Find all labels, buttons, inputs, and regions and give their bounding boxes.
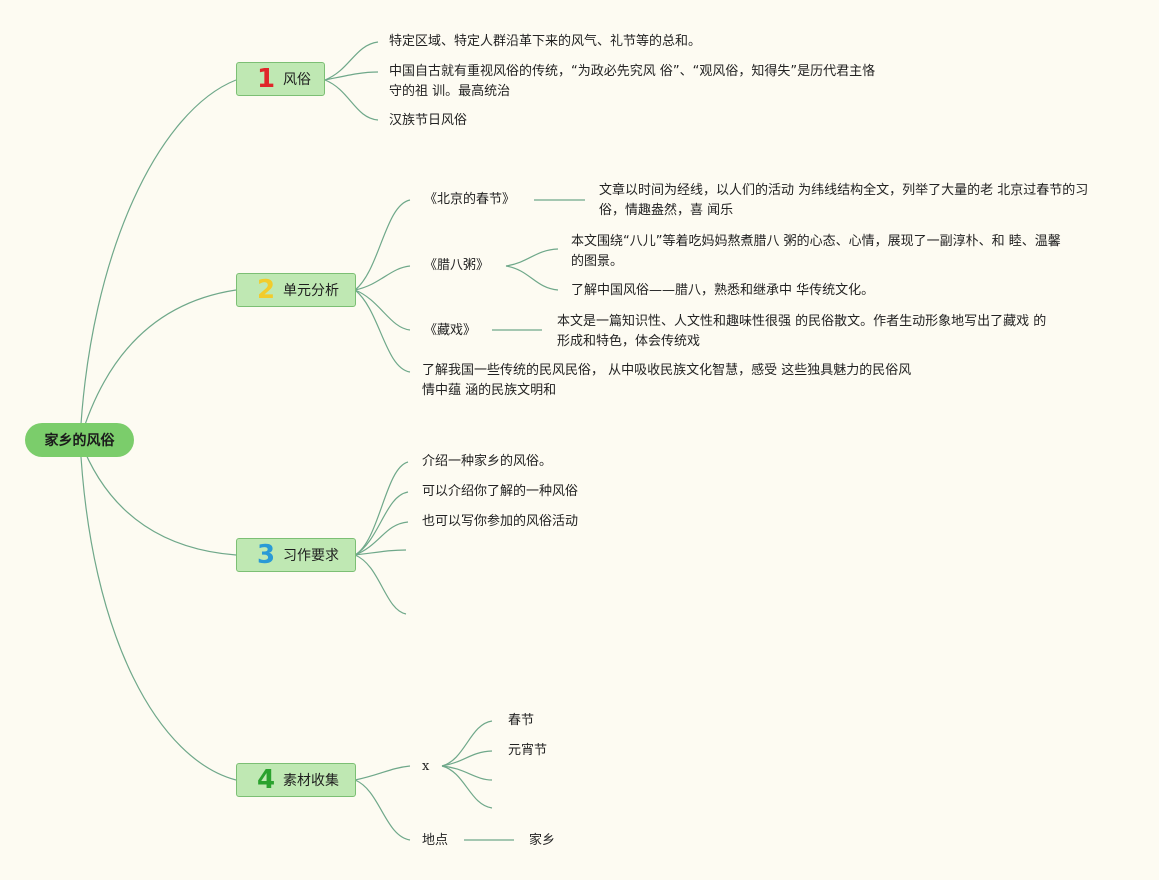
branch-topic-material-collection[interactable]: 4 素材收集 [236, 763, 356, 797]
root-topic[interactable]: 家乡的风俗 [25, 423, 134, 457]
branch-topic-fengsu[interactable]: 1 风俗 [236, 62, 325, 96]
subtopic-tradition[interactable]: 中国自古就有重视风俗的传统，“为政必先究风 俗”、“观风俗，知得失”是历代君主恪… [389, 64, 876, 99]
subtopic-unit-goal[interactable]: 了解我国一些传统的民风民俗， 从中吸收民族文化智慧，感受 这些独具魅力的民俗风情… [422, 363, 912, 398]
note-beijing-spring-festival[interactable]: 文章以时间为经线，以人们的活动 为纬线结构全文，列举了大量的老 北京过春节的习俗… [599, 183, 1089, 218]
branch-topic-label: 风俗 [283, 72, 311, 88]
subtopic-requirement-3[interactable]: 也可以写你参加的风俗活动 [422, 514, 579, 529]
subtopic-requirement-1[interactable]: 介绍一种家乡的风俗。 [422, 454, 553, 469]
subtopic-han-festivals[interactable]: 汉族节日风俗 [389, 113, 468, 128]
branch-topic-label: 习作要求 [283, 548, 339, 564]
number-2-icon: 2 [256, 275, 276, 305]
note-tibetan-opera[interactable]: 本文是一篇知识性、人文性和趣味性很强 的民俗散文。作者生动形象地写出了藏戏 的形… [557, 314, 1047, 349]
subtopic-requirement-2[interactable]: 可以介绍你了解的一种风俗 [422, 484, 579, 499]
note-laba-porridge-2[interactable]: 了解中国风俗——腊八，熟悉和继承中 华传统文化。 [571, 283, 875, 298]
root-topic-label: 家乡的风俗 [44, 433, 115, 449]
subtopic-beijing-spring-festival[interactable]: 《北京的春节》 [424, 192, 516, 207]
branch-topic-label: 单元分析 [283, 283, 339, 299]
subtopic-hometown[interactable]: 家乡 [529, 833, 556, 848]
subtopic-tibetan-opera[interactable]: 《藏戏》 [424, 323, 477, 338]
subtopic-laba-porridge[interactable]: 《腊八粥》 [424, 258, 490, 273]
subtopic-x[interactable]: x [422, 759, 430, 774]
branch-topic-label: 素材收集 [283, 773, 339, 789]
note-laba-porridge-1[interactable]: 本文围绕“八儿”等着吃妈妈熬煮腊八 粥的心态、心情，展现了一副淳朴、和 睦、温馨… [571, 234, 1061, 269]
number-1-icon: 1 [256, 64, 276, 94]
subtopic-definition[interactable]: 特定区域、特定人群沿革下来的风气、礼节等的总和。 [389, 34, 702, 49]
number-4-icon: 4 [256, 765, 276, 795]
subtopic-lantern-festival[interactable]: 元宵节 [508, 743, 548, 758]
number-3-icon: 3 [256, 540, 276, 570]
subtopic-spring-festival[interactable]: 春节 [508, 713, 535, 728]
branch-topic-unit-analysis[interactable]: 2 单元分析 [236, 273, 356, 307]
branch-topic-writing-requirements[interactable]: 3 习作要求 [236, 538, 356, 572]
subtopic-location[interactable]: 地点 [422, 833, 449, 848]
